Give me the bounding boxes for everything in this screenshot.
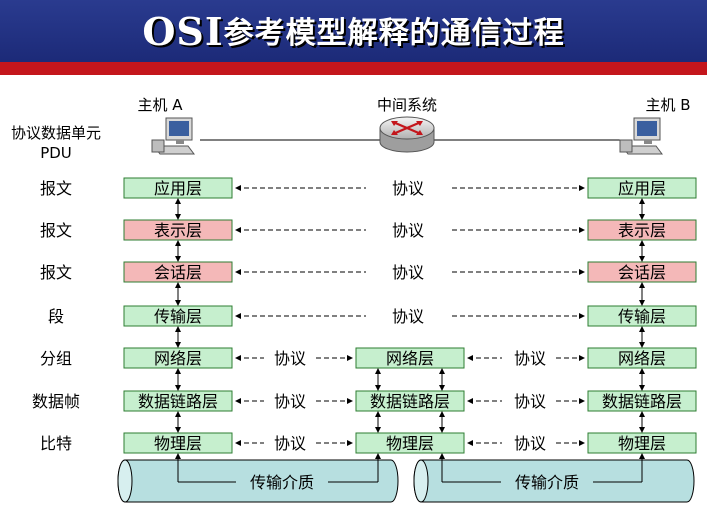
title-prefix: OSI (142, 9, 224, 54)
pdu-label: 分组 (40, 349, 72, 368)
layer-label: 物理层 (618, 434, 666, 453)
header-banner (0, 0, 707, 62)
pdu-label: 比特 (40, 434, 72, 453)
layer-label: 应用层 (154, 179, 202, 198)
layer-box-middle (355, 347, 465, 369)
pdu-header-line2: PDU (40, 144, 72, 162)
protocol-label: 协议 (274, 349, 306, 368)
layer-label: 数据链路层 (138, 392, 218, 411)
protocol-label: 协议 (392, 221, 424, 240)
title-rest: 参考模型解释的通信过程 (223, 16, 565, 51)
medium-label: 传输介质 (250, 473, 314, 492)
layer-label: 表示层 (618, 221, 666, 240)
protocol-label: 协议 (514, 392, 546, 411)
layer-label: 物理层 (386, 434, 434, 453)
pdu-label: 报文 (40, 263, 72, 282)
page-title: OSI参考模型解释的通信过程 (0, 8, 707, 54)
layer-label: 数据链路层 (370, 392, 450, 411)
layer-label: 传输层 (618, 307, 666, 326)
layer-label: 网络层 (618, 349, 666, 368)
pdu-label: 报文 (40, 179, 72, 198)
computer-a-icon (151, 117, 195, 155)
layer-label: 会话层 (154, 263, 202, 282)
layer-label: 物理层 (154, 434, 202, 453)
medium-cylinder-right-end (413, 459, 429, 503)
protocol-label: 协议 (514, 434, 546, 453)
layer-label: 应用层 (618, 179, 666, 198)
protocol-label: 协议 (514, 349, 546, 368)
host-a-label: 主机 A (137, 96, 183, 114)
protocol-label: 协议 (392, 179, 424, 198)
protocol-label: 协议 (392, 263, 424, 282)
layer-label: 会话层 (618, 263, 666, 282)
layer-label: 网络层 (154, 349, 202, 368)
computer-b-icon (619, 117, 663, 155)
layer-box-middle (355, 390, 465, 412)
layer-label: 表示层 (154, 221, 202, 240)
layer-box-middle (355, 432, 465, 454)
pdu-header-line1: 协议数据单元 (11, 124, 101, 142)
medium-cylinder-left-end (117, 459, 133, 503)
pdu-label: 数据帧 (32, 392, 80, 411)
header-accent-bar (0, 62, 707, 75)
middle-system-label: 中间系统 (377, 96, 437, 114)
protocol-label: 协议 (274, 392, 306, 411)
protocol-label: 协议 (392, 307, 424, 326)
layer-label: 传输层 (154, 307, 202, 326)
pdu-label: 报文 (40, 221, 72, 240)
layer-label: 网络层 (386, 349, 434, 368)
pdu-label: 段 (48, 307, 64, 326)
host-b-label: 主机 B (645, 96, 690, 114)
layer-label: 数据链路层 (602, 392, 682, 411)
protocol-label: 协议 (274, 434, 306, 453)
router-icon (379, 116, 435, 153)
medium-label: 传输介质 (515, 473, 579, 492)
